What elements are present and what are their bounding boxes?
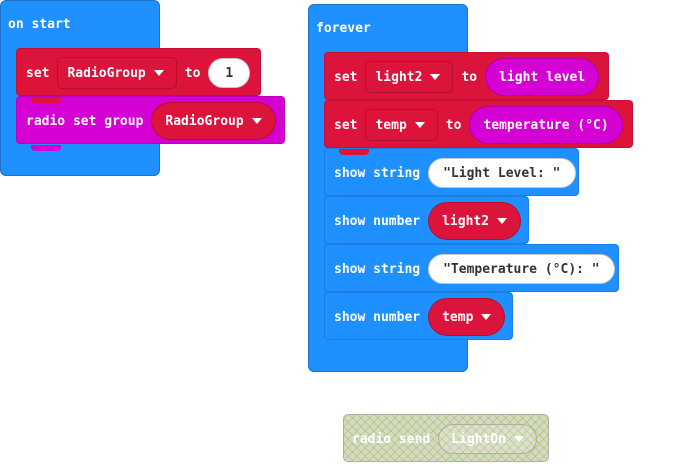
forever-label: forever bbox=[316, 21, 371, 36]
show-number-keyword: show number bbox=[334, 213, 421, 229]
temp-variable-dropdown[interactable]: temp bbox=[365, 109, 438, 141]
radio-send-keyword: radio send bbox=[352, 431, 431, 447]
on-start-label: on start bbox=[8, 17, 71, 32]
dropdown-triangle-icon bbox=[414, 122, 425, 128]
set-temp-block[interactable]: set temp to temperature (°C) bbox=[324, 100, 633, 155]
set-keyword: set bbox=[334, 69, 358, 85]
dropdown-triangle-icon bbox=[481, 314, 492, 320]
dropdown-triangle-icon bbox=[497, 218, 508, 224]
dropdown-triangle-icon bbox=[251, 118, 262, 124]
show-string-keyword: show string bbox=[334, 261, 421, 277]
set-keyword: set bbox=[26, 65, 50, 81]
temp-reporter[interactable]: temp bbox=[428, 298, 506, 336]
radio-send-block-disabled[interactable]: radio send LightOn bbox=[343, 414, 549, 462]
show-number-temp-block[interactable]: show number temp bbox=[324, 292, 513, 347]
radiogroup-variable-dropdown[interactable]: RadioGroup bbox=[57, 57, 177, 89]
set-radiogroup-block[interactable]: set RadioGroup to 1 bbox=[16, 48, 261, 103]
show-string-light-block[interactable]: show string "Light Level: " bbox=[324, 148, 579, 203]
radiogroup-reporter[interactable]: RadioGroup bbox=[151, 102, 276, 140]
show-number-light2-block[interactable]: show number light2 bbox=[324, 196, 529, 251]
show-number-keyword: show number bbox=[334, 309, 421, 325]
radio-set-group-keyword: radio set group bbox=[26, 113, 144, 129]
temperature-text-field[interactable]: "Temperature (°C): " bbox=[428, 254, 615, 284]
dropdown-triangle-icon bbox=[514, 436, 525, 442]
to-keyword: to bbox=[184, 65, 201, 81]
temperature-reporter[interactable]: temperature (°C) bbox=[469, 106, 623, 144]
radio-set-group-block[interactable]: radio set group RadioGroup bbox=[16, 96, 285, 151]
set-keyword: set bbox=[334, 117, 358, 133]
set-light2-block[interactable]: set light2 to light level bbox=[324, 52, 609, 107]
lighton-dropdown[interactable]: LightOn bbox=[438, 424, 538, 454]
show-string-keyword: show string bbox=[334, 165, 421, 181]
to-keyword: to bbox=[445, 117, 462, 133]
dropdown-triangle-icon bbox=[153, 70, 164, 76]
dropdown-triangle-icon bbox=[430, 74, 441, 80]
to-keyword: to bbox=[461, 69, 478, 85]
show-string-temperature-block[interactable]: show string "Temperature (°C): " bbox=[324, 244, 619, 299]
light-level-reporter[interactable]: light level bbox=[485, 58, 600, 96]
light2-reporter[interactable]: light2 bbox=[428, 202, 522, 240]
light2-variable-dropdown[interactable]: light2 bbox=[365, 61, 454, 93]
light-level-text-field[interactable]: "Light Level: " bbox=[428, 158, 576, 188]
radiogroup-value-field[interactable]: 1 bbox=[208, 58, 251, 88]
